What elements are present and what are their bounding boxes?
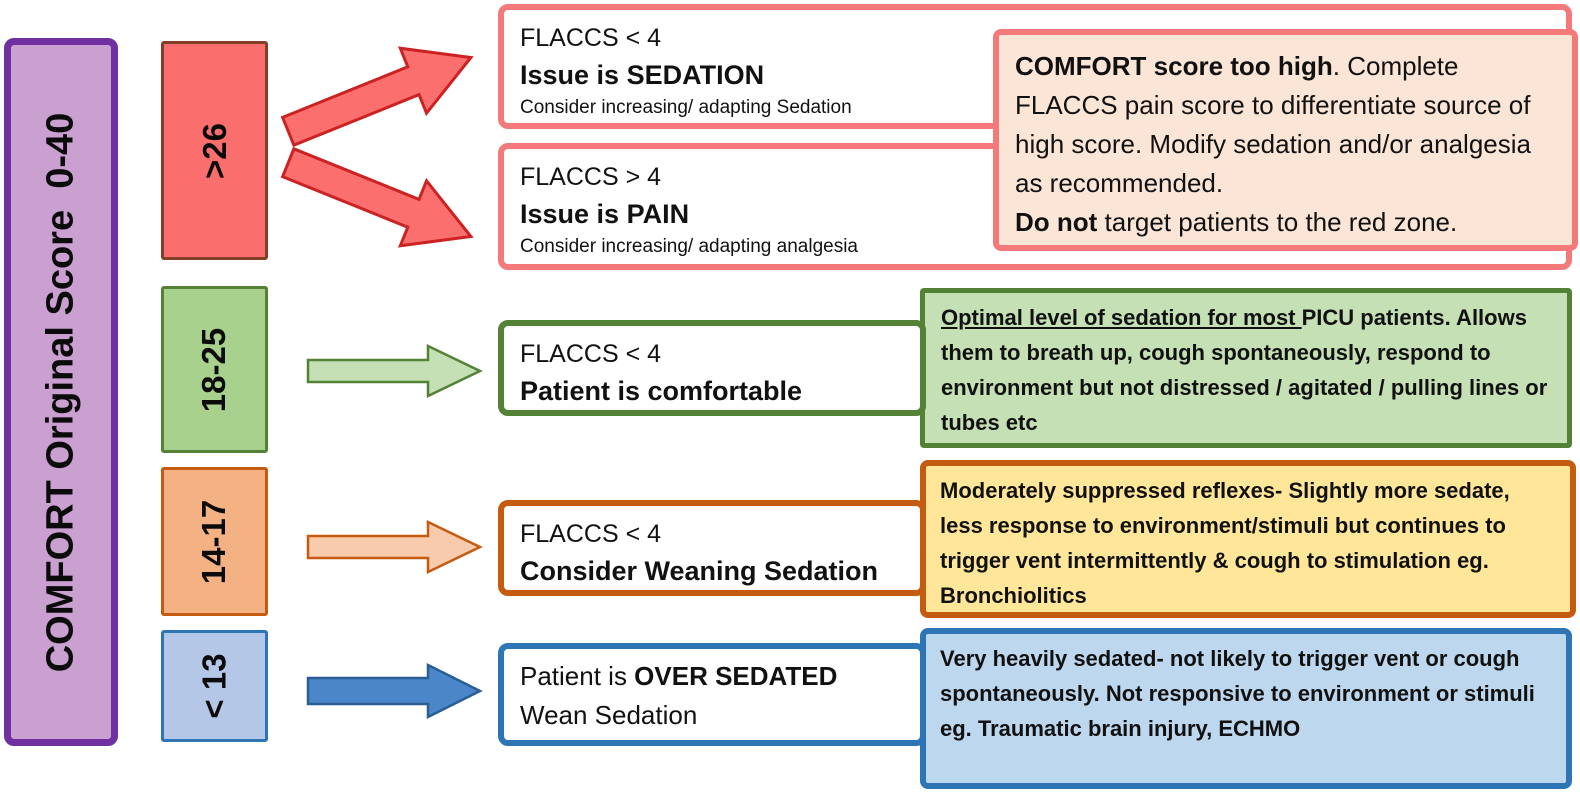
category-under-13-label: < 13 <box>195 653 233 719</box>
category-under-13-labelwrap: < 13 <box>164 633 265 739</box>
comfort-score-scale-label: COMFORT Original Score 0-40 <box>39 112 82 672</box>
orange-arrow-right-icon <box>306 520 483 574</box>
outcome-box-weaning: FLACCS < 4 Consider Weaning Sedation <box>498 500 926 596</box>
oversedated-prefix: Patient is <box>520 661 635 691</box>
yellow-info-body: Moderately suppressed reflexes- Slightly… <box>940 478 1510 608</box>
category-box-under-13: < 13 <box>161 630 268 742</box>
comfortable-status-line: Patient is comfortable <box>520 376 803 406</box>
outcome-box-oversedated: Patient is OVER SEDATED Wean Sedation <box>498 643 926 746</box>
category-box-18-25: 18-25 <box>161 286 268 453</box>
blue-info-body: Very heavily sedated- not likely to trig… <box>940 646 1535 741</box>
category-14-17-labelwrap: 14-17 <box>164 470 265 613</box>
red-arrow-up-right-icon <box>280 46 474 148</box>
pain-action-line: Consider increasing/ adapting analgesia <box>520 236 859 257</box>
info-box-orange-zone: Moderately suppressed reflexes- Slightly… <box>920 460 1576 618</box>
green-info-underlined-lead: Optimal level of sedation for most <box>941 305 1302 330</box>
red-info-body: . Complete FLACCS pain score to differen… <box>1015 51 1531 198</box>
category-over-26-label: >26 <box>195 122 233 179</box>
category-over-26-labelwrap: >26 <box>164 44 265 257</box>
weaning-action-line: Consider Weaning Sedation <box>520 556 879 586</box>
red-info-bold-warning: Do not <box>1015 207 1098 237</box>
red-arrow-down-right-icon <box>280 146 474 248</box>
pain-issue-line: Issue is PAIN <box>520 199 690 229</box>
red-info-warning-rest: target patients to the red zone. <box>1097 207 1458 237</box>
oversedated-bold: OVER SEDATED <box>634 661 838 691</box>
info-box-blue-zone: Very heavily sedated- not likely to trig… <box>920 628 1572 789</box>
comfortable-flaccs-line: FLACCS < 4 <box>520 340 662 368</box>
red-info-bold-lead: COMFORT score too high <box>1015 51 1333 81</box>
sedation-flaccs-line: FLACCS < 4 <box>520 24 662 52</box>
info-box-green-zone: Optimal level of sedation for most PICU … <box>920 288 1572 448</box>
pain-flaccs-line: FLACCS > 4 <box>520 163 662 191</box>
weaning-flaccs-line: FLACCS < 4 <box>520 520 662 548</box>
category-box-14-17: 14-17 <box>161 467 268 616</box>
blue-arrow-right-icon <box>306 662 483 720</box>
category-box-over-26: >26 <box>161 41 268 260</box>
oversedated-action-line: Wean Sedation <box>520 700 698 730</box>
outcome-box-comfortable: FLACCS < 4 Patient is comfortable <box>498 320 926 416</box>
green-arrow-right-icon <box>306 344 483 398</box>
category-18-25-labelwrap: 18-25 <box>164 289 265 450</box>
info-box-red-zone: COMFORT score too high. Complete FLACCS … <box>993 29 1578 251</box>
green-info-body: PICU patients. Allows them to breath up,… <box>941 305 1548 435</box>
oversedated-status-line: Patient is OVER SEDATED <box>520 661 910 692</box>
sedation-action-line: Consider increasing/ adapting Sedation <box>520 97 852 118</box>
comfort-score-scale-box: COMFORT Original Score 0-40 <box>4 38 118 746</box>
category-18-25-label: 18-25 <box>195 327 233 412</box>
sedation-issue-line: Issue is SEDATION <box>520 60 765 90</box>
comfort-score-scale-labelwrap: COMFORT Original Score 0-40 <box>11 45 111 739</box>
category-14-17-label: 14-17 <box>195 499 233 584</box>
